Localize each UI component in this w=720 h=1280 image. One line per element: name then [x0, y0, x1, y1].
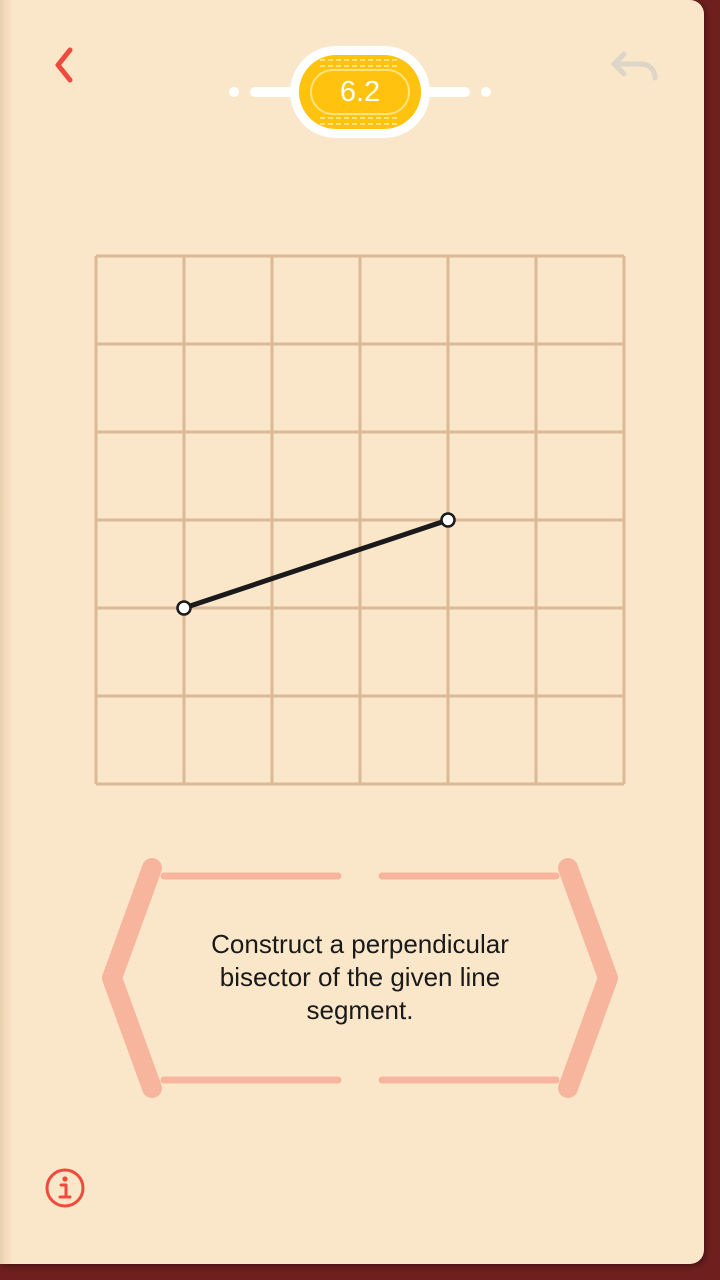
level-progress: 6.2	[224, 46, 496, 138]
instruction-text: Construct a perpendicular bisector of th…	[211, 929, 509, 1025]
info-circle-icon	[45, 1168, 85, 1208]
chevron-left-icon	[55, 47, 73, 83]
grid-board[interactable]	[94, 254, 626, 786]
segment-endpoint-end[interactable]	[440, 512, 456, 528]
meander-badge-icon	[290, 46, 430, 138]
notebook-page: 6.2 Construct a perpendicular bisector o…	[0, 0, 704, 1264]
segment-endpoint-start[interactable]	[176, 600, 192, 616]
given-line-segment	[181, 517, 451, 611]
instruction-frame	[102, 858, 618, 1098]
undo-arrow-icon	[611, 51, 658, 81]
back-button[interactable]	[46, 40, 86, 90]
level-number: 6.2	[339, 76, 381, 108]
page-spine	[0, 0, 14, 1264]
undo-button[interactable]	[608, 44, 662, 88]
progress-track	[229, 87, 491, 97]
level-badge: 6.2	[290, 46, 430, 138]
construction-board[interactable]	[94, 254, 626, 791]
info-button[interactable]	[44, 1167, 86, 1209]
